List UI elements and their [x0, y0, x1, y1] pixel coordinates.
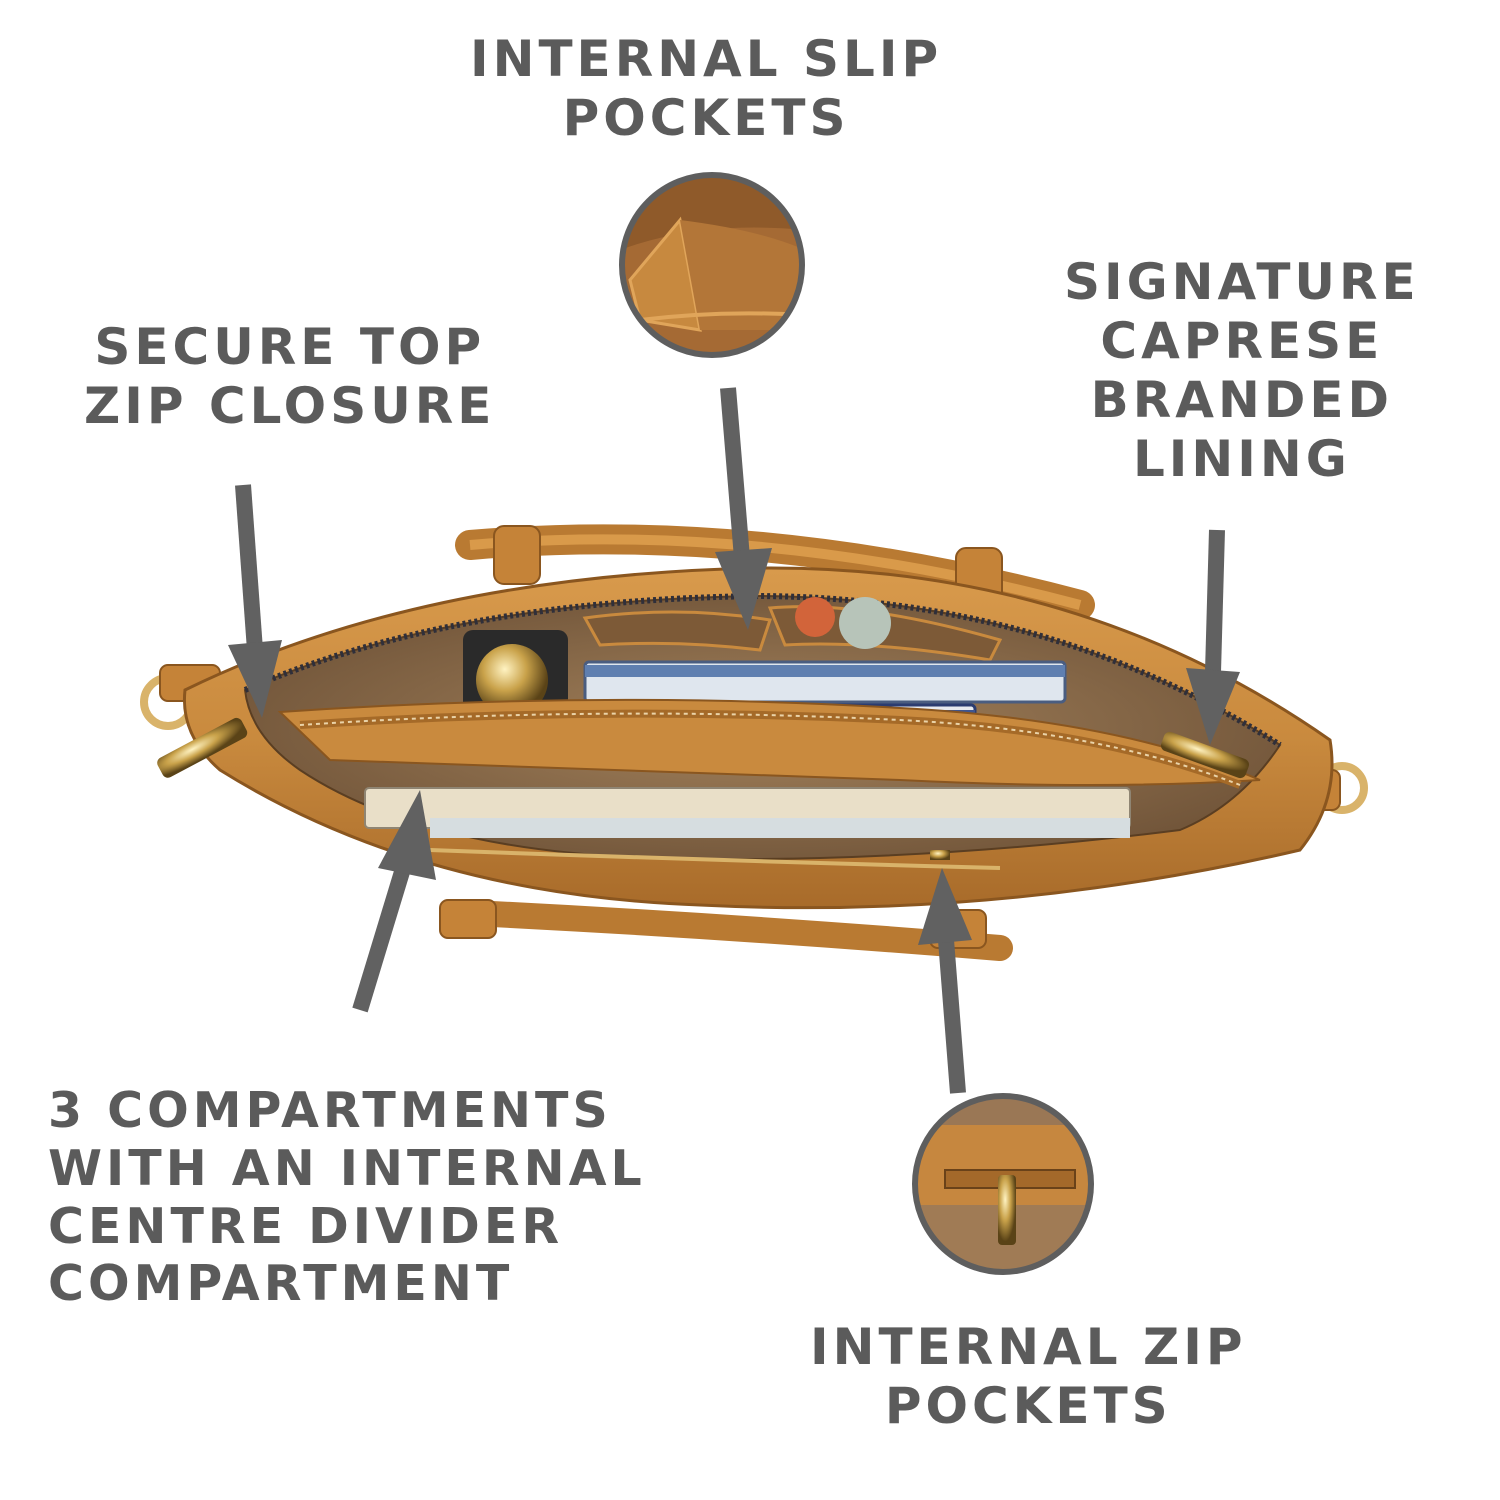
callout-line: WITH AN INTERNAL	[48, 1139, 646, 1197]
callout-line: LINING	[1132, 430, 1351, 488]
inset-internal-zip	[912, 1093, 1094, 1275]
handbag-photo	[140, 524, 1368, 961]
bag-handle-front	[439, 899, 1013, 961]
callout-line: POCKETS	[884, 1377, 1172, 1435]
callout-secure-top-zip: SECURE TOP ZIP CLOSURE	[84, 318, 495, 436]
inset-slip-pockets	[619, 172, 805, 358]
callout-line: CENTRE DIVIDER	[48, 1197, 564, 1255]
callout-line: SIGNATURE	[1064, 253, 1420, 311]
callout-line: COMPARTMENT	[48, 1255, 514, 1313]
arrow-slip-pockets	[720, 387, 750, 559]
zip-pull-right	[1160, 731, 1250, 779]
zip-pull-left	[157, 717, 248, 778]
arrow-internal-zip	[938, 939, 966, 1094]
callout-line: ZIP CLOSURE	[84, 377, 496, 435]
callout-branded-lining: SIGNATURE CAPRESE BRANDED LINING	[1064, 253, 1420, 489]
callout-compartments: 3 COMPARTMENTS WITH AN INTERNAL CENTRE D…	[48, 1082, 646, 1313]
callout-internal-zip-pockets: INTERNAL ZIP POCKETS	[810, 1318, 1247, 1436]
callout-line: BRANDED	[1090, 371, 1393, 429]
callout-line: 3 COMPARTMENTS	[48, 1082, 612, 1139]
arrow-top-zip	[235, 484, 263, 651]
arrow-compartments	[352, 859, 413, 1013]
arrow-lining	[1205, 529, 1225, 673]
callout-internal-slip-pockets: INTERNAL SLIP POCKETS	[470, 30, 942, 148]
callout-line: POCKETS	[562, 89, 850, 147]
callout-arrows	[228, 387, 1240, 1094]
callout-line: INTERNAL SLIP	[470, 30, 943, 88]
callout-line: SECURE TOP	[94, 318, 486, 376]
callout-line: CAPRESE	[1100, 312, 1384, 370]
centre-divider	[277, 698, 1261, 786]
callout-line: INTERNAL ZIP	[810, 1318, 1247, 1376]
